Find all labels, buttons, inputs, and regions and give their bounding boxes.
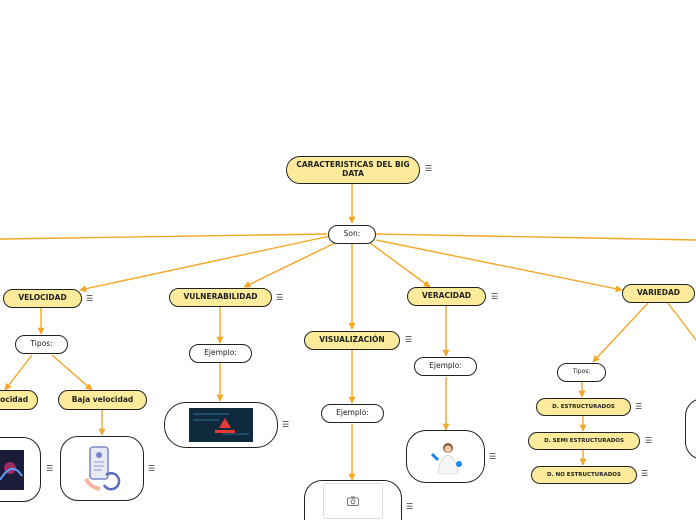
phone-sync-icon <box>84 445 121 491</box>
topic-variedad-label: VARIEDAD <box>636 288 681 298</box>
variedad-tipos-label: Tipos: <box>572 368 591 376</box>
image-node-veracidad[interactable] <box>406 430 485 483</box>
link-variedad-right-offscreen <box>667 302 696 341</box>
scientist-icon <box>430 442 462 474</box>
notes-icon[interactable]: ☰ <box>406 502 414 511</box>
topic-veracidad-label: VERACIDAD <box>421 291 472 301</box>
image-node-variedad-partial[interactable] <box>685 398 696 460</box>
topic-vulnerabilidad[interactable]: VULNERABILIDAD <box>169 288 272 307</box>
link-son-left-offscreen <box>0 233 328 240</box>
camera-icon <box>347 496 359 506</box>
notes-icon[interactable]: ☰ <box>645 436 653 445</box>
topic-variedad[interactable]: VARIEDAD <box>622 284 695 303</box>
variedad-item-no-estructurados[interactable]: D. NO ESTRUCTURADOS <box>531 466 637 484</box>
link-son-right-offscreen <box>375 233 696 241</box>
link-tipos-alta <box>4 354 33 391</box>
link-son-veracidad <box>369 242 431 288</box>
topic-velocidad[interactable]: VELOCIDAD <box>3 289 82 308</box>
velocidad-baja[interactable]: Baja velocidad <box>58 390 147 410</box>
link-son-variedad <box>375 239 623 293</box>
topic-velocidad-label: VELOCIDAD <box>18 293 67 303</box>
variedad-item-estructurados[interactable]: D. ESTRUCTURADOS <box>536 398 631 416</box>
topic-visualizacion[interactable]: VISUALIZACIÓN <box>304 331 400 350</box>
notes-icon[interactable]: ☰ <box>641 469 649 478</box>
notes-icon[interactable]: ☰ <box>282 420 290 429</box>
image-node-alta-velocidad[interactable] <box>0 437 41 502</box>
link-tipos-baja <box>51 354 93 391</box>
notes-icon[interactable]: ☰ <box>276 293 284 302</box>
image-node-vulnerabilidad[interactable] <box>164 402 278 448</box>
image-node-visualizacion[interactable] <box>304 480 402 520</box>
connector-son-label: Son: <box>343 229 361 239</box>
veracidad-ejemplo-label: Ejemplo: <box>429 361 462 371</box>
variedad-item-label: D. ESTRUCTURADOS <box>552 403 615 410</box>
veracidad-ejemplo[interactable]: Ejemplo: <box>414 357 477 376</box>
notes-icon[interactable]: ☰ <box>148 464 156 473</box>
root-topic[interactable]: CARACTERISTICAS DEL BIG DATA <box>286 156 420 184</box>
topic-vulnerabilidad-label: VULNERABILIDAD <box>183 292 258 302</box>
notes-icon[interactable]: ☰ <box>489 452 497 461</box>
link-son-velocidad <box>79 235 331 293</box>
notes-icon[interactable]: ☰ <box>491 292 499 301</box>
velocidad-baja-label: Baja velocidad <box>71 394 134 404</box>
variedad-item-semi-estructurados[interactable]: D. SEMI ESTRUCTURADOS <box>528 432 640 450</box>
visualizacion-ejemplo[interactable]: Ejemplo: <box>321 404 384 423</box>
notes-icon[interactable]: ☰ <box>405 335 413 344</box>
link-variedad-tipos <box>592 302 649 363</box>
variedad-item-label: D. NO ESTRUCTURADOS <box>547 471 621 478</box>
topic-veracidad[interactable]: VERACIDAD <box>407 287 486 306</box>
notes-icon[interactable]: ☰ <box>425 164 433 173</box>
velocidad-alta-label: Alta velocidad <box>0 394 29 404</box>
speed-graphic-icon <box>0 449 24 490</box>
root-topic-label: CARACTERISTICAS DEL BIG DATA <box>296 160 410 178</box>
velocidad-tipos-label: Tipos: <box>30 339 53 349</box>
notes-icon[interactable]: ☰ <box>86 294 94 303</box>
variedad-tipos[interactable]: Tipos: <box>557 363 606 382</box>
variedad-item-label: D. SEMI ESTRUCTURADOS <box>544 437 624 444</box>
topic-visualizacion-label: VISUALIZACIÓN <box>319 335 385 345</box>
velocidad-tipos[interactable]: Tipos: <box>15 335 68 354</box>
notes-icon[interactable]: ☰ <box>46 464 54 473</box>
visualizacion-ejemplo-label: Ejemplo: <box>336 408 369 418</box>
connector-son[interactable]: Son: <box>328 225 376 244</box>
vulnerabilidad-ejemplo-label: Ejemplo: <box>204 348 237 358</box>
image-node-baja-velocidad[interactable] <box>60 436 144 501</box>
vulnerabilidad-ejemplo[interactable]: Ejemplo: <box>189 344 252 363</box>
security-alert-screen-icon <box>189 408 253 442</box>
velocidad-alta[interactable]: Alta velocidad <box>0 390 38 410</box>
notes-icon[interactable]: ☰ <box>635 402 643 411</box>
link-son-vulnerabilidad <box>243 242 336 288</box>
image-placeholder <box>323 483 383 519</box>
